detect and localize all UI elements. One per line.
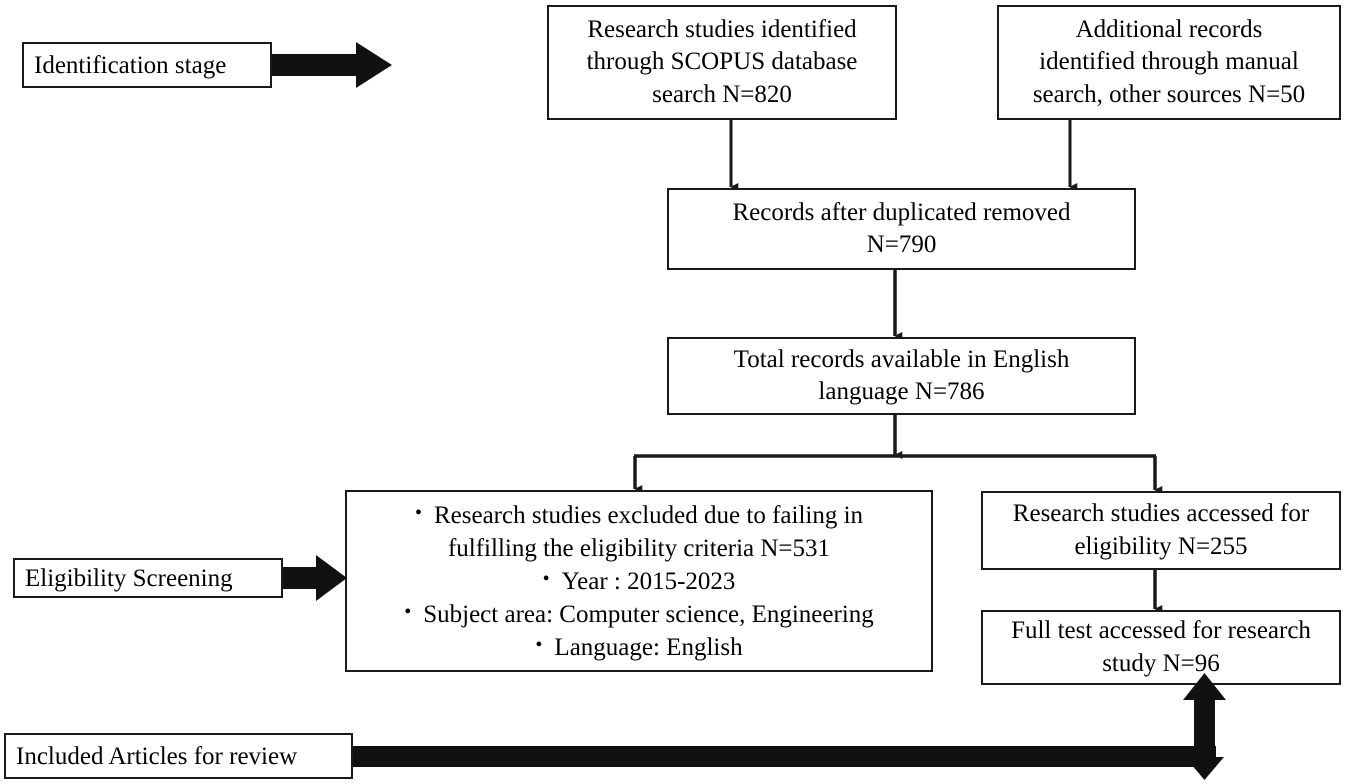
box-manual-records: Additional records identified through ma…: [997, 5, 1341, 120]
stage-label-included-text: Included Articles for review: [16, 742, 298, 770]
bullet-dot-icon: •: [535, 633, 543, 656]
box-eligibility-line2: eligibility N=255: [1074, 532, 1248, 560]
bullet-dot-icon: •: [542, 567, 550, 590]
excluded-bullet-1-line1: Research studies excluded due to failing…: [433, 501, 864, 529]
excluded-bullet-1: • Research studies excluded due to failin…: [355, 499, 923, 532]
excluded-bullet-4-text: Language: English: [554, 633, 743, 661]
stage-label-included: Included Articles for review: [4, 733, 353, 779]
stage-label-identification: Identification stage: [22, 42, 272, 88]
box-english-line1: Total records available in English: [733, 345, 1070, 373]
box-fulltext-line2: study N=96: [1102, 649, 1220, 677]
box-fulltext-line1: Full test accessed for research: [1011, 617, 1311, 644]
box-dedup-line1: Records after duplicated removed: [732, 198, 1071, 226]
box-manual-line1: Additional records: [1075, 15, 1263, 43]
excluded-bullet-2: • Year : 2015-2023: [355, 565, 923, 598]
box-fulltext-assessed: Full test accessed for research study N=…: [981, 610, 1341, 685]
box-english-line2: language N=786: [818, 378, 985, 405]
box-manual-line3: search, other sources N=50: [1032, 80, 1306, 108]
box-manual-line2: identified through manual: [1039, 48, 1299, 76]
excluded-bullet-1-line2: fulfilling the eligibility criteria N=53…: [447, 534, 831, 562]
excluded-bullet-3: • Subject area: Computer science, Enginee…: [355, 598, 923, 631]
eligibility-stage-arrow: [281, 555, 347, 601]
box-scopus-records: Research studies identified through SCOP…: [547, 5, 897, 120]
excluded-bullet-4: • Language: English: [355, 631, 923, 664]
box-total-records-english: Total records available in English langu…: [667, 337, 1136, 415]
included-articles-arrow: [350, 673, 1226, 780]
box-dedup-line2: N=790: [866, 231, 937, 258]
box-scopus-line2: through SCOPUS database: [586, 48, 858, 76]
bullet-dot-icon: •: [414, 501, 422, 524]
box-eligibility-line1: Research studies accessed for: [1012, 500, 1310, 527]
excluded-bullet-3-text: Subject area: Computer science, Engineer…: [423, 600, 874, 628]
stage-label-eligibility: Eligibility Screening: [13, 558, 283, 598]
stage-label-eligibility-text: Eligibility Screening: [25, 564, 233, 592]
box-scopus-line3: search N=820: [652, 80, 792, 108]
identification-stage-arrow: [270, 42, 392, 88]
box-records-after-duplicates-removed: Records after duplicated removed N=790: [667, 188, 1136, 270]
stage-label-identification-text: Identification stage: [34, 51, 227, 79]
box-scopus-line1: Research studies identified: [587, 15, 857, 43]
box-studies-assessed-for-eligibility: Research studies accessed for eligibilit…: [981, 491, 1341, 570]
bullet-dot-icon: •: [404, 600, 412, 623]
excluded-bullet-2-text: Year : 2015-2023: [561, 567, 736, 595]
